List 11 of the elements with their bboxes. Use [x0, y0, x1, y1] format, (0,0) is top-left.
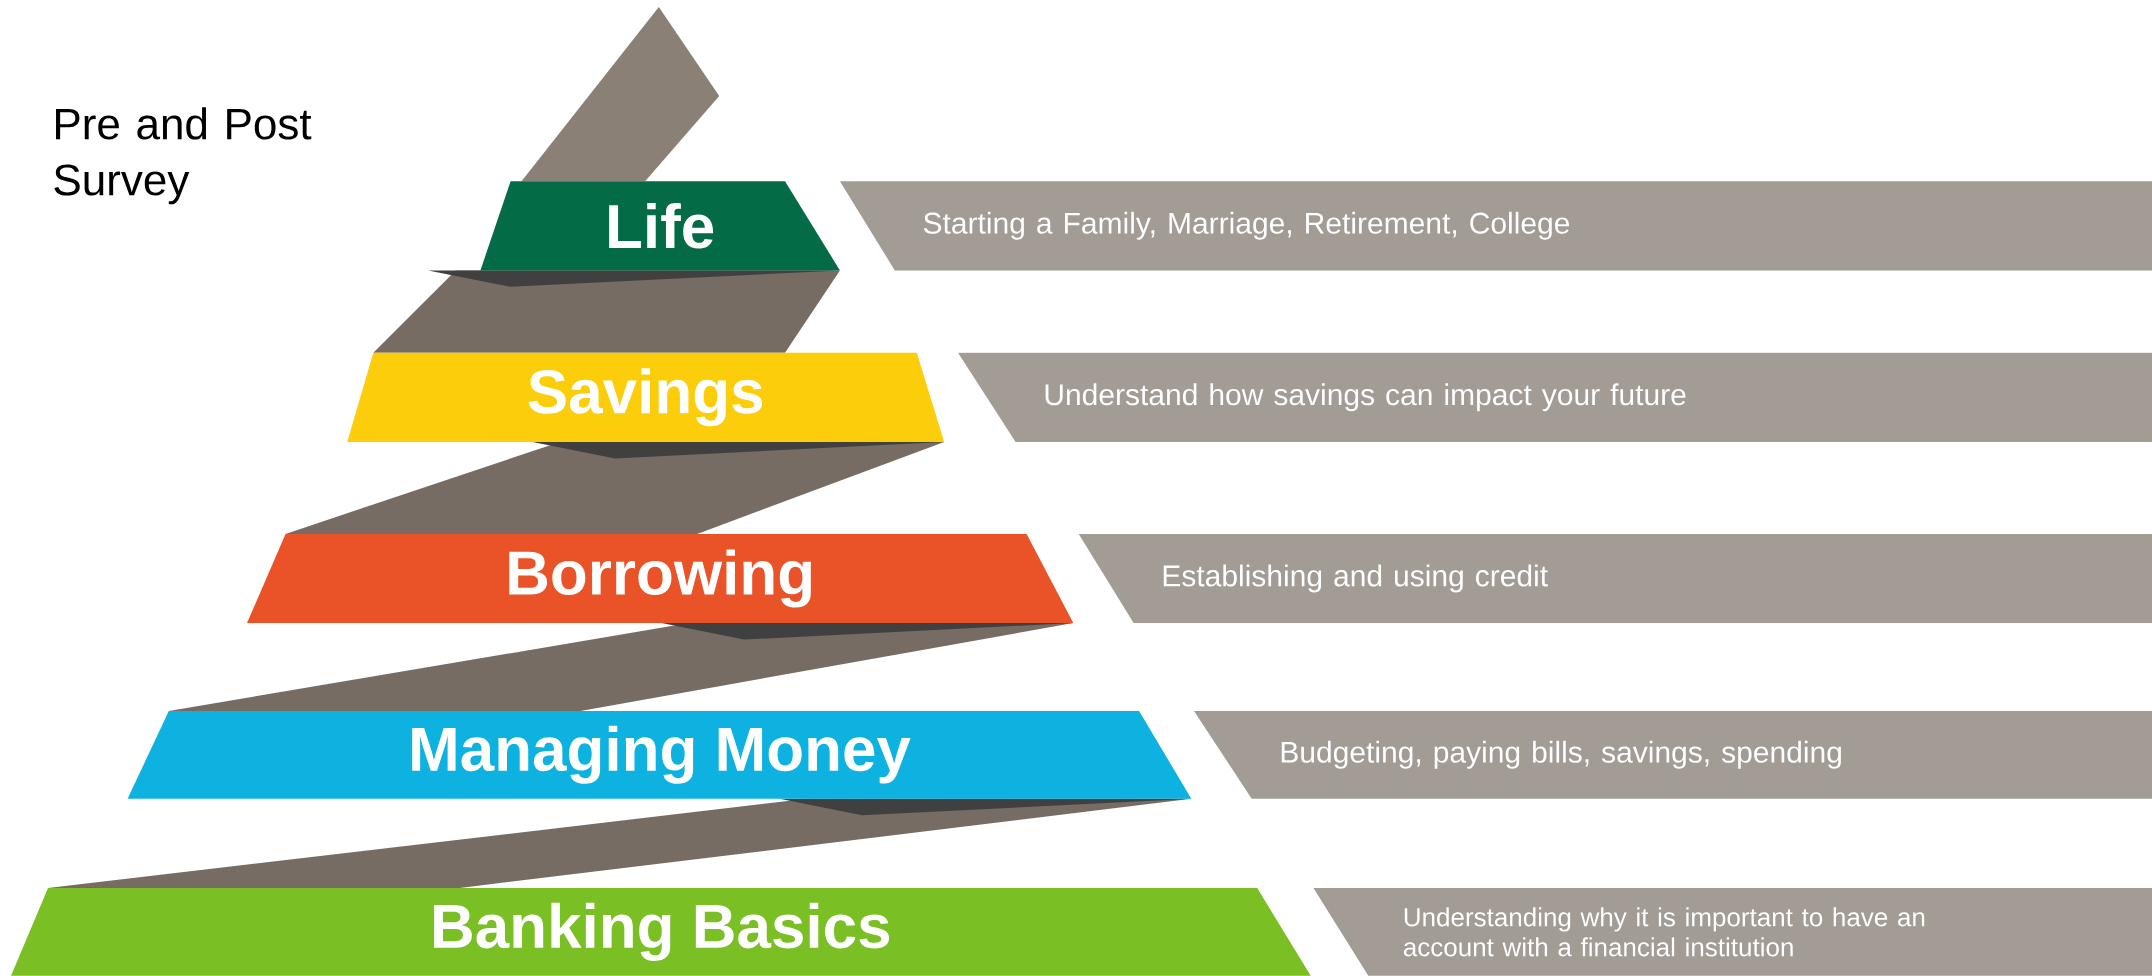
- description-band: Understanding why it is important to have an account with a financial institution: [1313, 888, 2152, 976]
- description-band: Starting a Family, Marriage, Retirement, College: [839, 181, 2152, 271]
- level-band: Banking Basics: [11, 888, 1311, 976]
- description-band: Budgeting, paying bills, savings, spending: [1194, 710, 2152, 799]
- level-band: Borrowing: [247, 533, 1074, 624]
- description-band: Understand how savings can impact your future: [958, 352, 2152, 442]
- survey-note: Pre and Post Survey: [54, 107, 312, 205]
- level-band: Life: [480, 181, 840, 271]
- level-band: Managing Money: [127, 710, 1192, 799]
- level-band: Savings: [347, 352, 945, 442]
- description-band: Establishing and using credit: [1078, 533, 2152, 624]
